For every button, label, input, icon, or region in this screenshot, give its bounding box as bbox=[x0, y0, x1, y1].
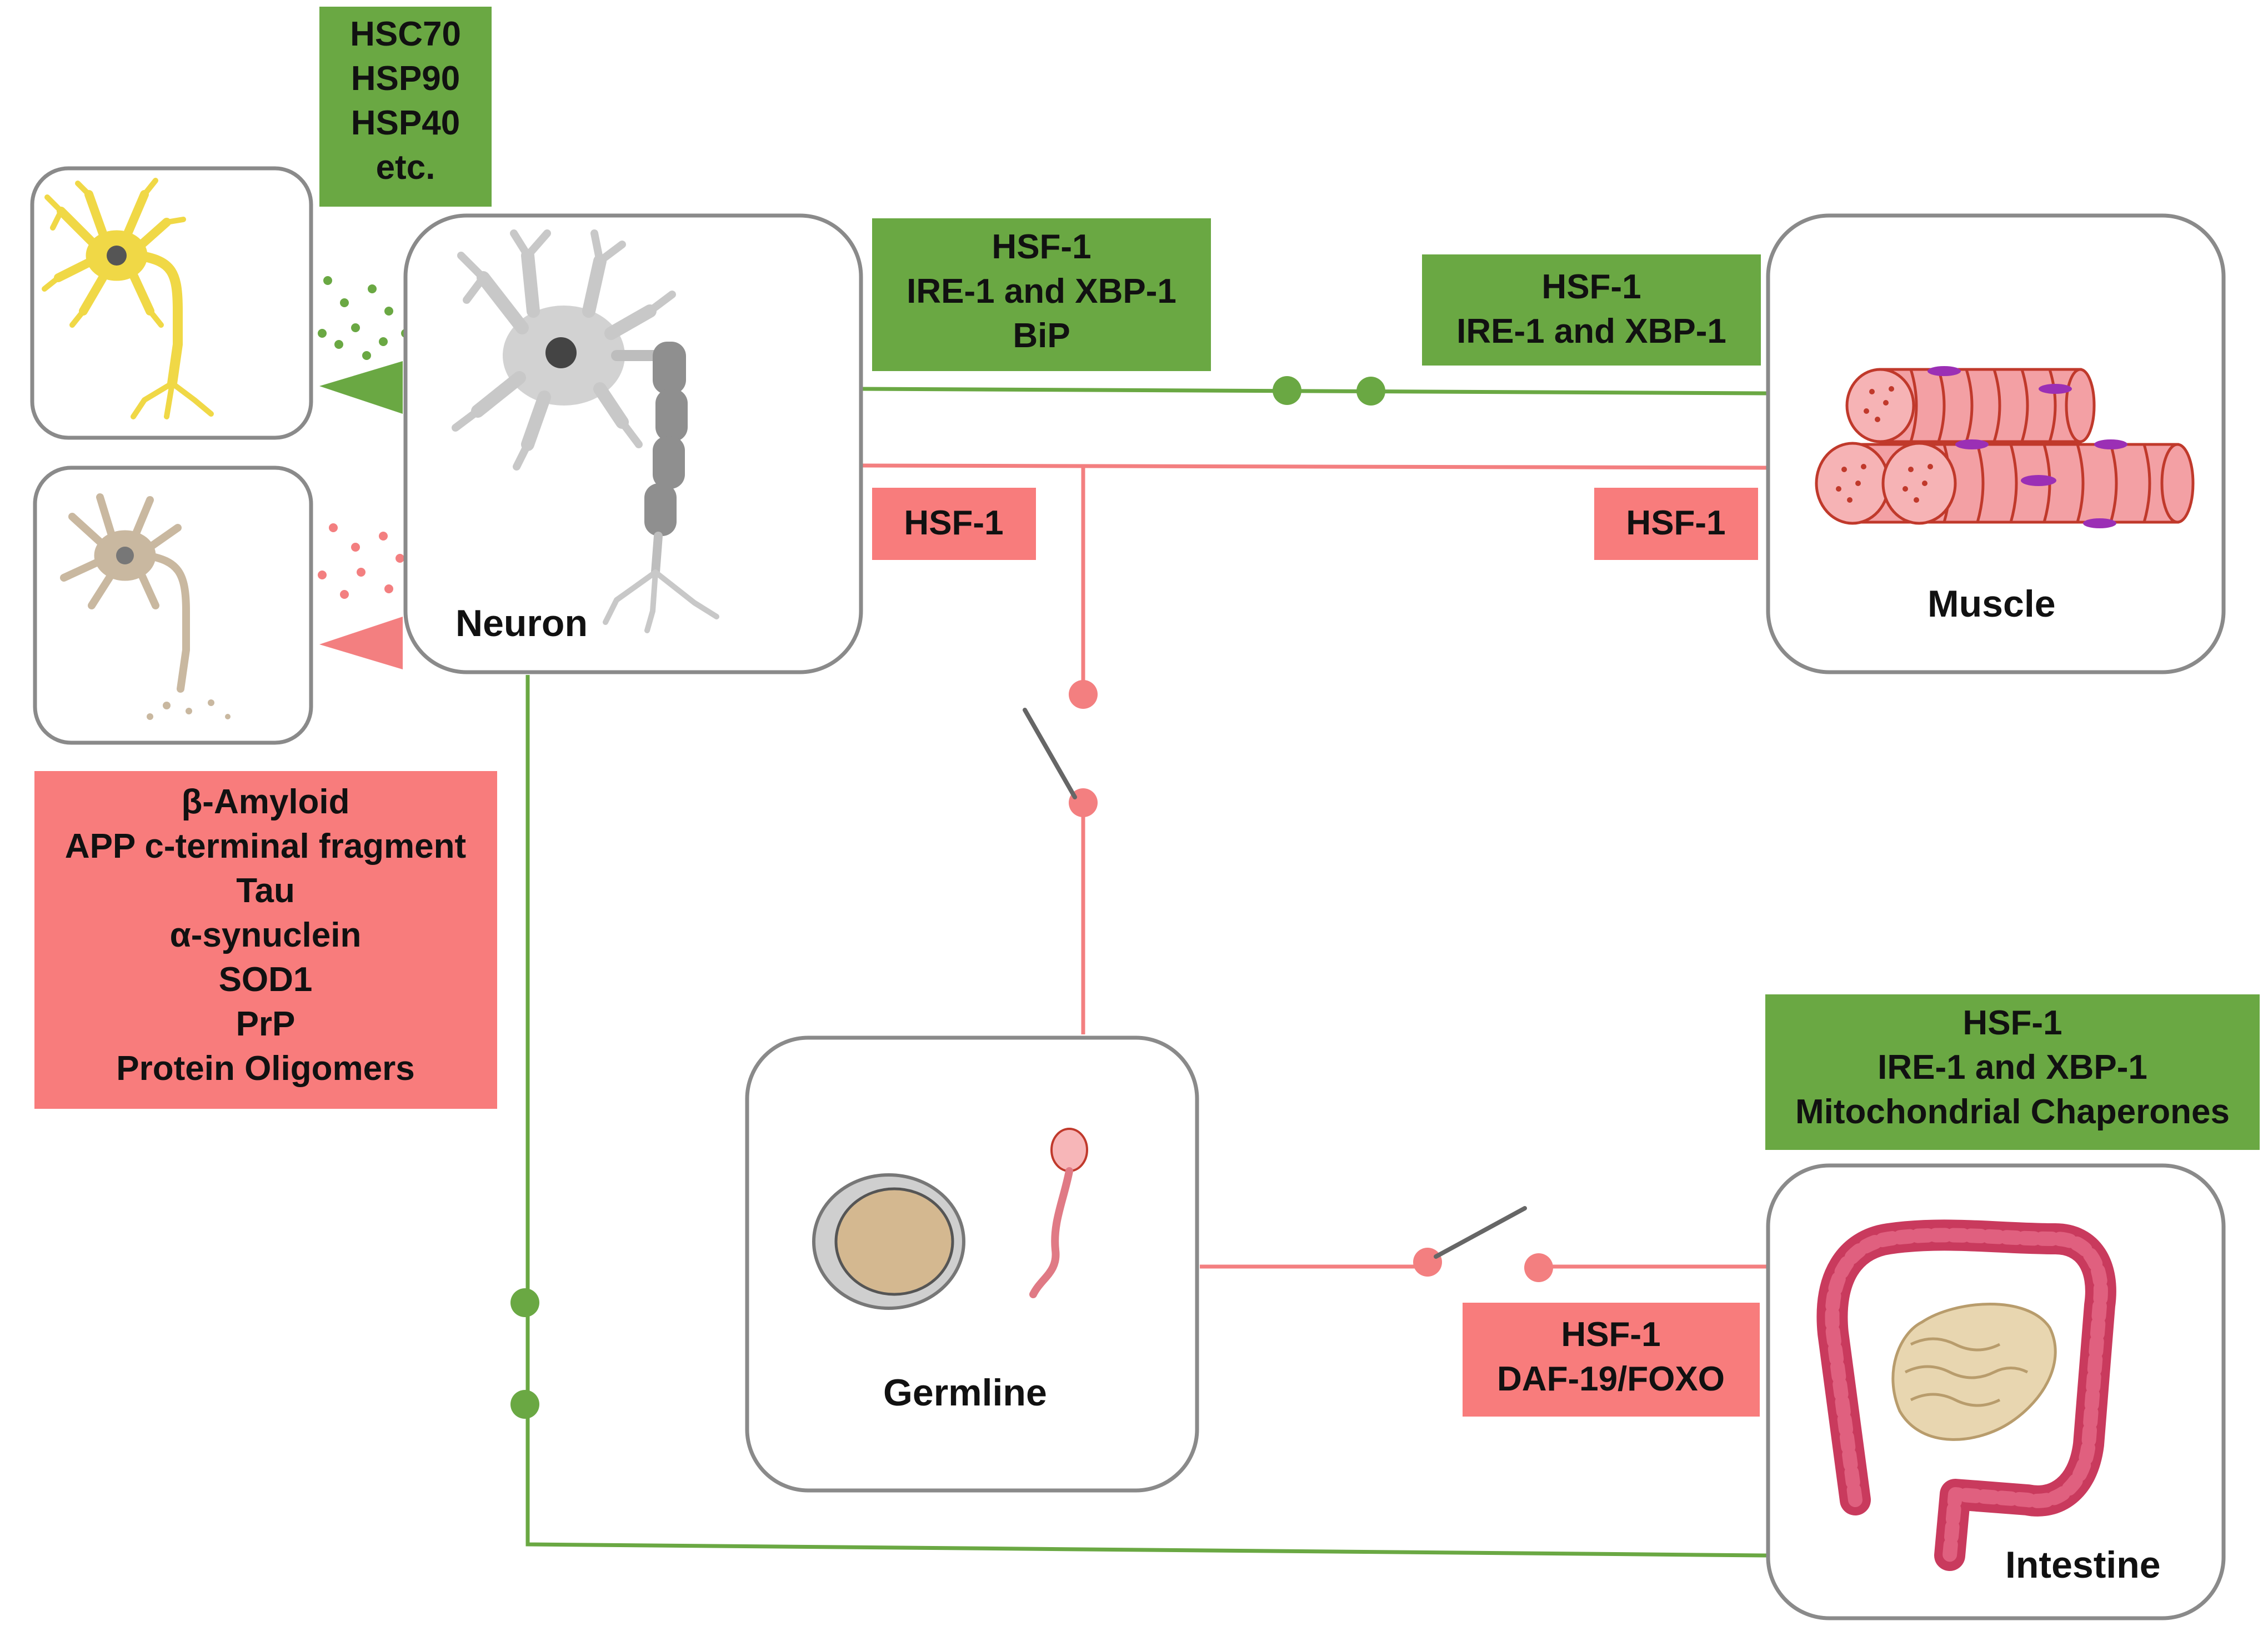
svg-text:etc.: etc. bbox=[376, 148, 435, 187]
degenerating-neuron-icon bbox=[60, 493, 231, 720]
svg-text:HSP90: HSP90 bbox=[351, 59, 460, 98]
red-connector-lines bbox=[860, 463, 1767, 1269]
svg-text:BiP: BiP bbox=[1013, 317, 1070, 355]
muscle-label: Muscle bbox=[1927, 583, 2056, 625]
svg-text:APP c-terminal fragment: APP c-terminal fragment bbox=[65, 827, 466, 865]
svg-text:IRE-1 and XBP-1: IRE-1 and XBP-1 bbox=[1456, 312, 1726, 351]
green-nodes bbox=[510, 376, 1385, 1419]
svg-text:HSP40: HSP40 bbox=[351, 104, 460, 142]
svg-text:β-Amyloid: β-Amyloid bbox=[181, 783, 349, 821]
svg-text:HSF-1: HSF-1 bbox=[1561, 1315, 1660, 1354]
svg-text:HSF-1: HSF-1 bbox=[1962, 1004, 2062, 1042]
svg-text:α-synuclein: α-synuclein bbox=[170, 916, 362, 954]
germline-label: Germline bbox=[883, 1372, 1047, 1414]
muscle-fiber-icon bbox=[1815, 366, 2195, 528]
intestine-red-signals-box: HSF-1 DAF-19/FOXO bbox=[1463, 1303, 1760, 1417]
svg-text:IRE-1 and XBP-1: IRE-1 and XBP-1 bbox=[1878, 1048, 2147, 1087]
svg-text:HSC70: HSC70 bbox=[350, 15, 461, 53]
neuron-red-signal-box: HSF-1 bbox=[872, 488, 1036, 560]
svg-text:HSF-1: HSF-1 bbox=[1626, 504, 1725, 542]
intestine-icon bbox=[1816, 1219, 2116, 1571]
svg-text:Tau: Tau bbox=[236, 872, 295, 910]
svg-text:SOD1: SOD1 bbox=[219, 960, 313, 999]
degenerating-neuron-panel bbox=[33, 466, 313, 745]
neuron-label: Neuron bbox=[455, 602, 588, 644]
intestine-green-signals-box: HSF-1 IRE-1 and XBP-1 Mitochondrial Chap… bbox=[1765, 994, 2260, 1150]
svg-text:PrP: PrP bbox=[236, 1005, 296, 1043]
sperm-icon bbox=[1029, 1128, 1088, 1298]
neuron-green-signals-box: HSF-1 IRE-1 and XBP-1 BiP bbox=[872, 218, 1211, 371]
green-connector-lines bbox=[525, 387, 1767, 1558]
chaperones-box: HSC70 HSP90 HSP40 etc. bbox=[319, 7, 492, 207]
neuron-icon bbox=[452, 229, 719, 633]
germline-panel bbox=[745, 1035, 1199, 1493]
protein-aggregates-box: β-Amyloid APP c-terminal fragment Tau α-… bbox=[34, 771, 497, 1109]
switch-icon bbox=[1413, 1206, 1553, 1282]
green-arrow-icon bbox=[319, 361, 403, 414]
intestine-label: Intestine bbox=[2005, 1544, 2161, 1586]
svg-text:IRE-1 and XBP-1: IRE-1 and XBP-1 bbox=[907, 272, 1176, 311]
svg-text:HSF-1: HSF-1 bbox=[992, 228, 1091, 266]
svg-text:DAF-19/FOXO: DAF-19/FOXO bbox=[1497, 1360, 1725, 1398]
switch-icon bbox=[1023, 680, 1098, 817]
svg-text:Mitochondrial Chaperones: Mitochondrial Chaperones bbox=[1795, 1093, 2230, 1131]
healthy-neuron-icon bbox=[42, 178, 214, 419]
red-arrow-icon bbox=[319, 617, 403, 669]
svg-text:HSF-1: HSF-1 bbox=[904, 504, 1003, 542]
svg-text:HSF-1: HSF-1 bbox=[1541, 268, 1641, 306]
muscle-green-signals-box: HSF-1 IRE-1 and XBP-1 bbox=[1422, 254, 1761, 366]
muscle-red-signal-box: HSF-1 bbox=[1594, 488, 1758, 560]
svg-text:Protein Oligomers: Protein Oligomers bbox=[116, 1049, 414, 1088]
oocyte-icon bbox=[812, 1173, 965, 1310]
